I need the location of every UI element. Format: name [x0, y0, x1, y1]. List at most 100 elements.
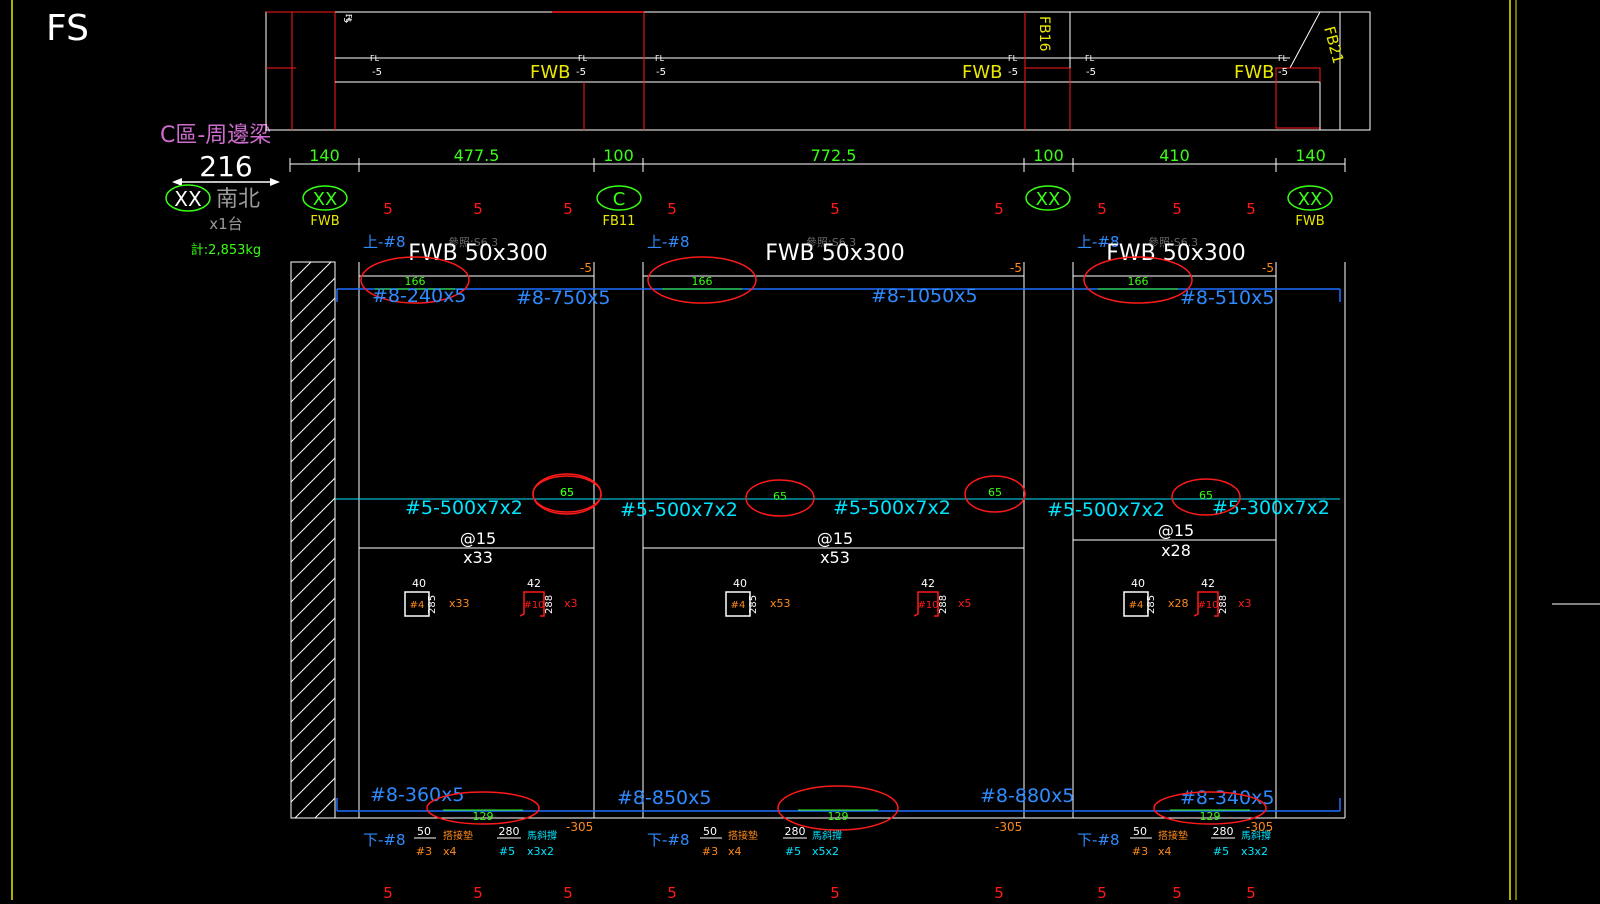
column-marker: C FB11 — [596, 185, 642, 229]
svg-text:-5: -5 — [1278, 67, 1288, 78]
stirrup-bar: #10 — [523, 600, 544, 611]
column-circle — [1025, 185, 1071, 211]
accessory-length: 280 — [785, 825, 806, 838]
beam-circle — [165, 184, 211, 212]
dimension-value: 140 — [1295, 146, 1326, 165]
zone-label: C區-周邊梁 — [160, 123, 271, 148]
mid-rebar-label: #5-500x7x2 — [1047, 499, 1165, 521]
highlight-ellipse — [426, 791, 540, 825]
level-note: -5 — [580, 261, 592, 275]
hatch-line — [290, 597, 336, 643]
dimension-value: 100 — [1033, 146, 1064, 165]
stirrup-bar: #10 — [1197, 600, 1218, 611]
column-marker: XX — [1025, 185, 1071, 211]
hatch-line — [314, 797, 336, 819]
spacing-mark: 5 — [383, 200, 393, 218]
highlight-ellipse — [360, 256, 470, 304]
ref-note: 參照:S6.3 — [806, 235, 856, 249]
svg-text:-5: -5 — [1086, 67, 1096, 78]
stirrup-qty: x28 — [1168, 597, 1189, 610]
stirrup-width: 40 — [412, 577, 426, 590]
hatch-line — [290, 337, 336, 383]
bottom-bar-label: 下-#8 — [1077, 831, 1120, 849]
top-rebar-label: #8-510x5 — [1180, 287, 1274, 309]
column-circle — [596, 185, 642, 211]
section-beam-label: FWB — [1234, 62, 1275, 83]
column-circle — [302, 185, 348, 211]
mid-lap-length: 65 — [1199, 489, 1213, 502]
stirrup-width: 40 — [1131, 577, 1145, 590]
beam-number: 216 — [199, 150, 252, 183]
hatch-line — [290, 317, 336, 363]
column-circle-label: XX — [1036, 189, 1061, 210]
accessory-name: 馬斜撐 — [527, 829, 557, 842]
side-tag: FB21 — [1320, 24, 1347, 65]
dimension-value: 772.5 — [811, 146, 857, 165]
stirrup-height: 288 — [1218, 595, 1229, 614]
top-rebar-label: #8-750x5 — [516, 287, 610, 309]
hatch-line — [290, 397, 336, 443]
stirrup-height: 285 — [427, 595, 438, 614]
svg-text:FL: FL — [1278, 54, 1288, 63]
accessory-bar: #3 — [702, 845, 718, 858]
hatch-line — [290, 357, 336, 403]
highlight-ellipse — [532, 473, 602, 515]
spacing-mark: 5 — [1097, 200, 1107, 218]
stirrup-bar: #4 — [410, 600, 425, 611]
mid-lap-length: 65 — [560, 486, 574, 499]
hatch-line — [290, 657, 336, 703]
stirrup-count: x28 — [1161, 541, 1191, 560]
mid-rebar-label: #5-500x7x2 — [833, 497, 951, 519]
svg-text:-5: -5 — [1008, 67, 1018, 78]
svg-text:FL: FL — [578, 54, 588, 63]
mid-lap-length: 65 — [560, 486, 574, 499]
top-bar-label: 上-#8 — [1077, 233, 1120, 251]
stirrup-count: x53 — [820, 548, 850, 567]
accessory-bar: #3 — [1132, 845, 1148, 858]
accessory-length: 50 — [417, 825, 431, 838]
stirrup-width: 42 — [527, 577, 541, 590]
stirrup-shape — [404, 591, 430, 617]
column-circle-label: XX — [1298, 189, 1323, 210]
fl-marker: FL -5 — [370, 54, 382, 78]
svg-text:FL: FL — [1008, 54, 1018, 63]
stirrup-shape — [519, 591, 545, 617]
highlight-ellipse — [1153, 791, 1267, 825]
hatch-line — [290, 637, 336, 683]
svg-text:FL: FL — [344, 14, 353, 24]
column-tag: FB11 — [603, 214, 636, 229]
beam-section-elevation: FWB FWB FWB FB16 FB21 FL-5 FL-5 FL-5 FL-… — [265, 11, 1371, 131]
hatch-line — [290, 377, 336, 423]
stirrup-width: 40 — [733, 577, 747, 590]
spacing-mark: 5 — [830, 884, 840, 900]
dimension-value: 410 — [1159, 146, 1190, 165]
stirrup-qty: x3 — [1238, 597, 1252, 610]
wall-outline — [290, 261, 336, 819]
svg-text:-5: -5 — [372, 67, 382, 78]
accessory-qty: x4 — [443, 845, 457, 858]
beam-title: FWB 50x300 — [765, 241, 905, 266]
svg-text:-5: -5 — [341, 14, 351, 23]
column-circle-label: C — [613, 189, 626, 210]
hatch-line — [290, 261, 312, 283]
hatch-line — [290, 677, 336, 723]
column-circle-label: XX — [313, 189, 338, 210]
accessory-name: 馬斜撐 — [1241, 829, 1271, 842]
bottom-rebar-label: #8-880x5 — [980, 785, 1074, 807]
fl-marker: FL-5 — [341, 14, 353, 24]
hatch-line — [290, 517, 336, 563]
bottom-rebar-label: #8-360x5 — [370, 784, 464, 806]
svg-text:FL: FL — [370, 54, 380, 63]
dimension-line — [289, 158, 1346, 172]
bottom-lap-length: 129 — [828, 810, 849, 823]
stirrup-spacing: @15 — [1158, 521, 1194, 540]
highlight-ellipse — [745, 479, 815, 517]
section-line — [1289, 11, 1321, 69]
